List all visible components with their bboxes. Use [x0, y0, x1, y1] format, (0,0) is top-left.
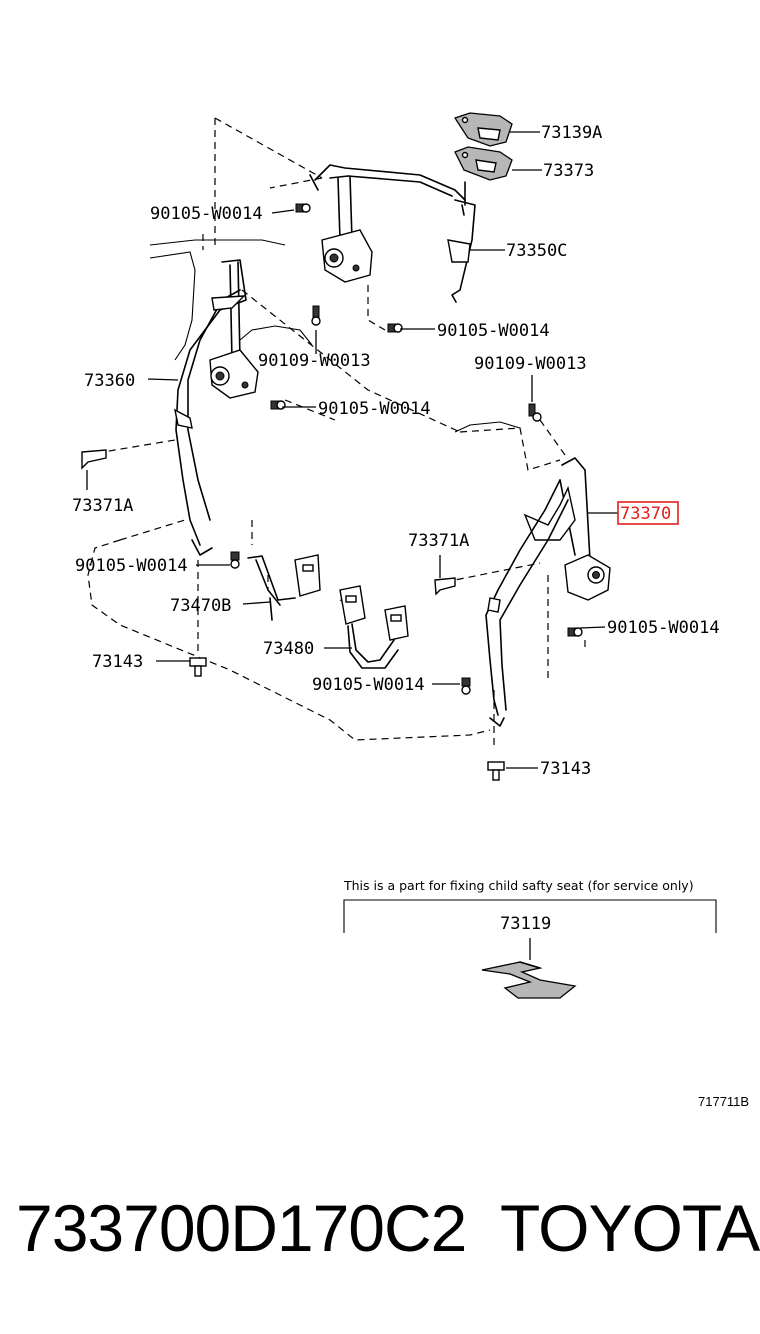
label-73373: 73373: [543, 161, 594, 181]
label-73143-right: 73143: [540, 759, 591, 779]
label-90105-top: 90105-W0014: [150, 204, 263, 224]
body-panel-outlines: [149, 239, 521, 433]
belt-73370: [485, 457, 611, 727]
anchor-bracket-73119: [481, 961, 577, 999]
label-73371a-left: 73371A: [72, 496, 133, 516]
label-90105-right: 90105-W0014: [607, 618, 720, 638]
clip-73371a-right: [434, 577, 456, 596]
label-90105-mid: 90105-W0014: [437, 321, 550, 341]
bolt-right: [567, 627, 583, 637]
label-73139a: 73139A: [541, 123, 602, 143]
label-73370: 73370: [620, 504, 671, 524]
label-73350c: 73350C: [506, 241, 567, 261]
buckle-73470b: [247, 554, 321, 621]
child-seat-anchor-inset: This is a part for fixing child safty se…: [343, 878, 717, 999]
nut-73143-left: [189, 657, 207, 677]
label-90105-bottom: 90105-W0014: [312, 675, 425, 695]
highlight-box-73370: [617, 501, 679, 525]
label-73143-left: 73143: [92, 652, 143, 672]
bolt-lower-left: [230, 551, 240, 569]
leader-lines: [86, 131, 618, 769]
footer-part-number: 733700D170C2: [16, 1191, 467, 1265]
bolt-top: [295, 203, 311, 213]
bolt-90109-right: [528, 403, 542, 422]
label-73119: 73119: [500, 914, 551, 934]
label-90109-right: 90109-W0013: [474, 354, 587, 374]
cover-73139a: [453, 112, 513, 147]
buckle-73480: [339, 585, 409, 669]
footer-brand: TOYOTA: [500, 1191, 760, 1265]
part-labels: 73139A 73373 73350C 90105-W0014 90105-W0…: [72, 123, 720, 779]
upper-belt-retractor: [309, 164, 466, 283]
bolt-icon: [189, 203, 583, 781]
label-73360: 73360: [84, 371, 135, 391]
bolt-mid: [387, 323, 403, 333]
bolt-left: [270, 400, 286, 410]
label-73480: 73480: [263, 639, 314, 659]
label-90105-left: 90105-W0014: [318, 399, 431, 419]
label-73371a-right: 73371A: [408, 531, 469, 551]
cover-73373: [454, 146, 513, 181]
bolt-90109-left: [311, 305, 321, 326]
label-90105-lower-left: 90105-W0014: [75, 556, 188, 576]
label-73470b: 73470B: [170, 596, 231, 616]
label-90109-left: 90109-W0013: [258, 351, 371, 371]
diagram-reference: 717711B: [698, 1094, 749, 1109]
nut-73143-right: [487, 761, 505, 781]
inset-note: This is a part for fixing child safty se…: [343, 878, 694, 893]
bolt-bottom: [461, 677, 471, 695]
clip-73371a-left: [81, 449, 107, 470]
belt-73360: [174, 259, 259, 556]
adjuster-73350c: [447, 181, 476, 303]
